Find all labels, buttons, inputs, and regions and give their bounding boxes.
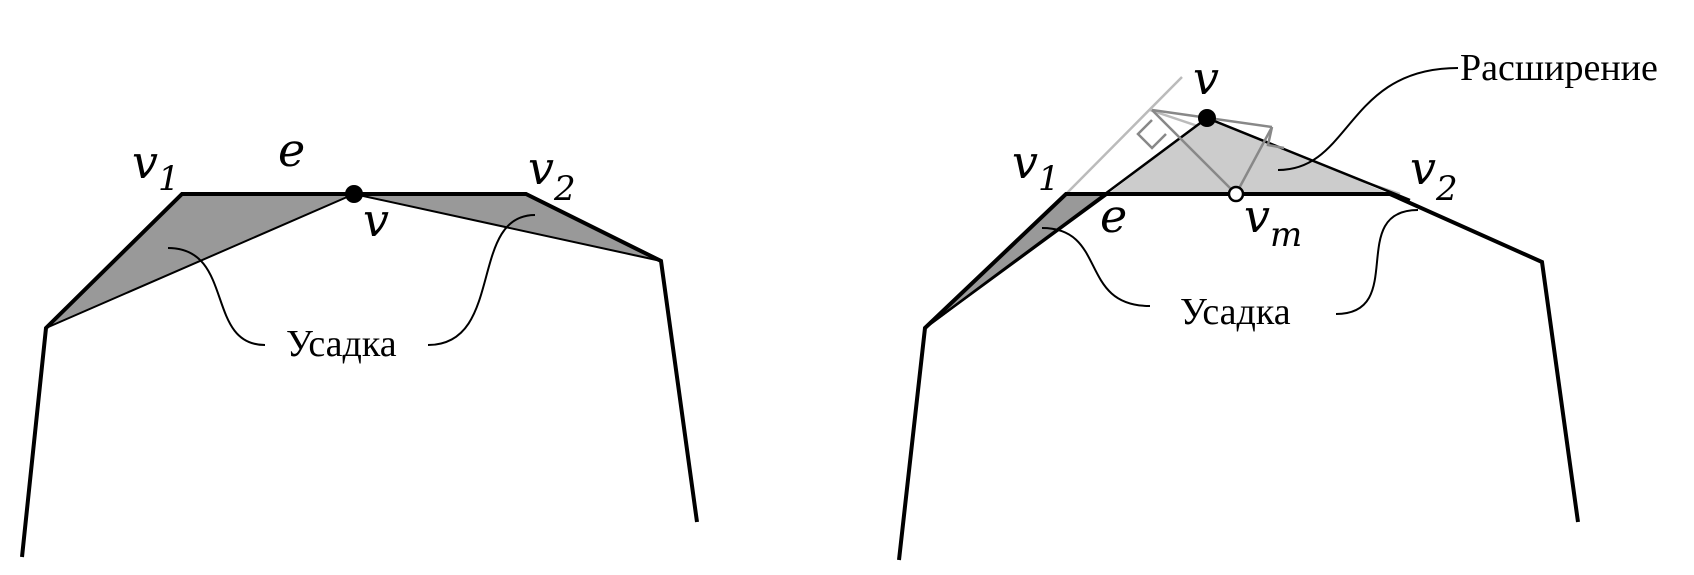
- right-panel: v v 1 v 2 e v m Усадка Расширение: [897, 47, 1658, 561]
- right-vertex-vm: [1227, 185, 1245, 203]
- right-callout-expand: Расширение: [1460, 47, 1658, 89]
- left-polygon-outline: [20, 192, 699, 558]
- right-angle-marker-1: [1136, 119, 1167, 150]
- construction-line-left: [1065, 76, 1183, 195]
- right-callout-leader-shrink-2: [1335, 209, 1419, 315]
- left-callout-leader-1: [167, 247, 266, 346]
- left-label-v2-sub: 2: [553, 169, 576, 209]
- left-label-v2: v: [528, 141, 554, 195]
- right-callout-leader-shrink-1: [1041, 227, 1151, 307]
- right-label-v2: v: [1410, 141, 1436, 195]
- right-angle-marker-2: [1266, 126, 1285, 150]
- right-label-vm: v: [1244, 189, 1270, 243]
- right-polygon-outline: [897, 192, 1580, 561]
- right-label-v1-sub: 1: [1038, 159, 1060, 199]
- left-vertex-v: [345, 185, 363, 203]
- right-callout-shrink: Усадка: [1180, 291, 1291, 333]
- right-label-v: v: [1193, 51, 1219, 105]
- left-label-v: v: [363, 193, 389, 247]
- left-label-v1: v: [132, 135, 158, 189]
- left-panel: v 1 e v 2 v Усадка: [20, 123, 699, 558]
- right-edge-new-left: [924, 116, 1208, 330]
- right-label-vm-sub: m: [1270, 215, 1302, 255]
- right-callout-leader-expand: [1277, 67, 1459, 171]
- right-label-v1: v: [1012, 135, 1038, 189]
- perpendicular-line-3: [1234, 126, 1274, 195]
- right-edge-new-right: [1206, 116, 1411, 202]
- right-label-e: e: [1100, 189, 1127, 243]
- left-callout-shrink: Усадка: [286, 323, 397, 365]
- right-label-v2-sub: 2: [1435, 169, 1458, 209]
- perpendicular-line-1: [1151, 109, 1237, 195]
- left-label-e: e: [278, 123, 305, 177]
- right-expand-region: [1108, 118, 1390, 194]
- right-vertex-v: [1198, 109, 1216, 127]
- left-callout-leader-2: [427, 214, 536, 346]
- left-label-v1-sub: 1: [158, 159, 180, 199]
